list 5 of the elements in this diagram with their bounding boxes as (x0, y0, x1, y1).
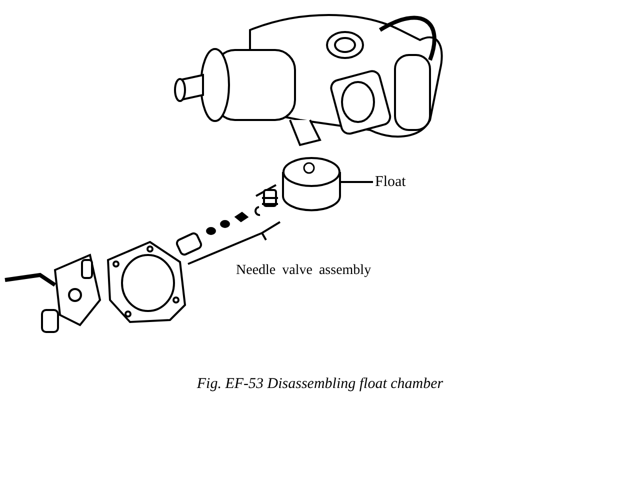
leader-line (341, 181, 373, 183)
caption: Fig. EF-53 Disassembling float chamber (196, 375, 444, 393)
part-label: Needle valve assembly (236, 262, 372, 280)
float-drawing (282, 156, 341, 212)
part-label: Float (375, 173, 406, 191)
